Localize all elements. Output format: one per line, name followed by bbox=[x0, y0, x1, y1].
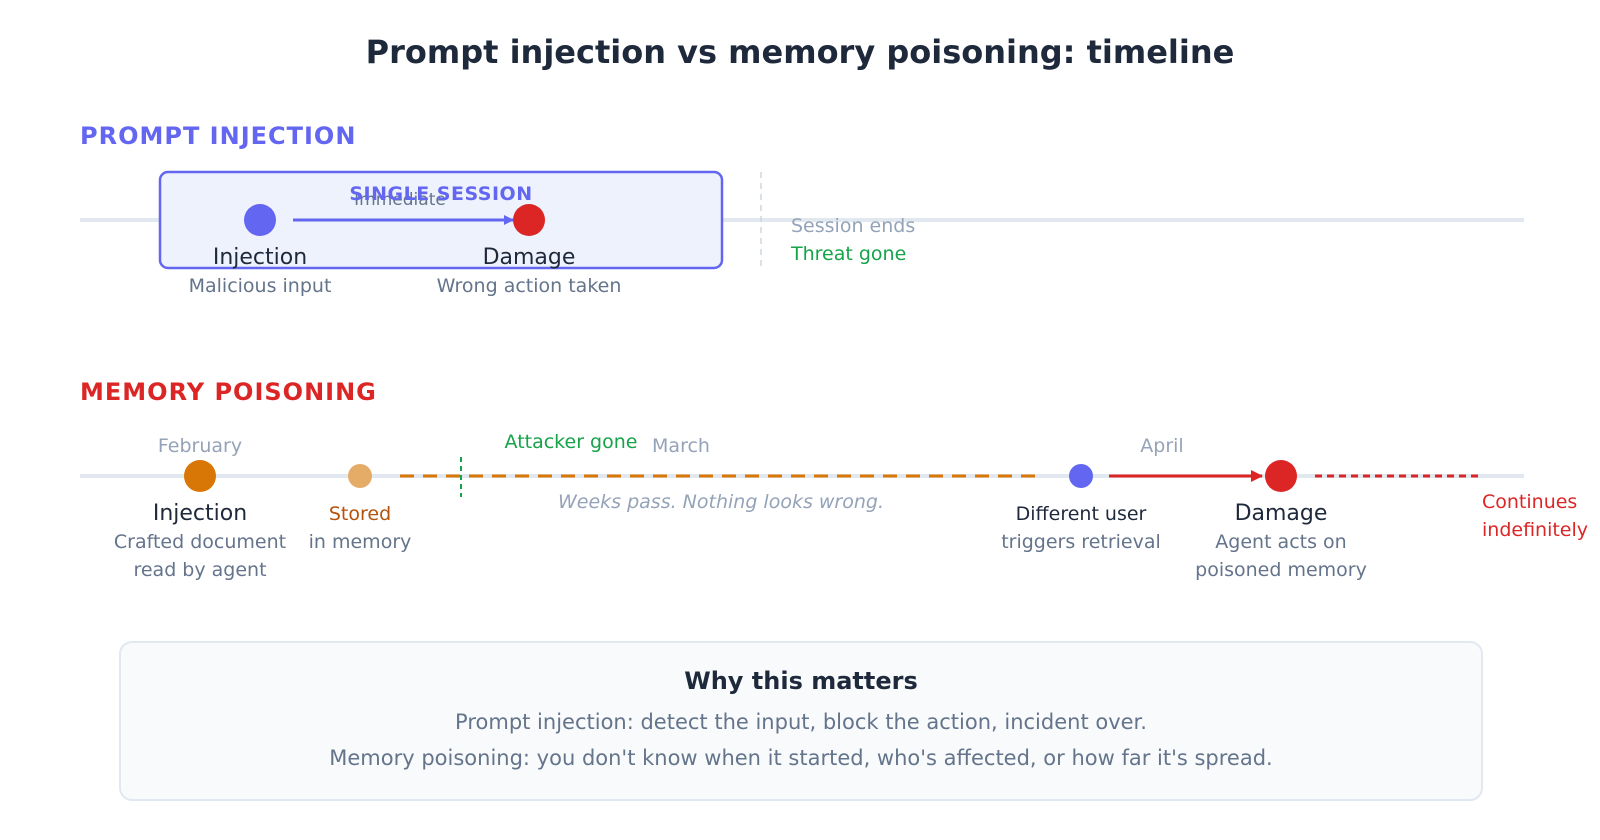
why-line-2: Memory poisoning: you don't know when it… bbox=[329, 746, 1272, 770]
mp-injection-label: Injection bbox=[153, 501, 247, 526]
why-panel bbox=[119, 641, 1483, 801]
mp-stored-sub: in memory bbox=[309, 531, 412, 553]
pi-damage-label: Damage bbox=[483, 245, 576, 270]
pi-injection-dot bbox=[244, 204, 276, 236]
prompt-injection-heading: PROMPT INJECTION bbox=[80, 122, 356, 150]
month-april: April bbox=[1140, 435, 1183, 457]
diagram-title: Prompt injection vs memory poisoning: ti… bbox=[366, 33, 1235, 71]
threat-gone-label: Threat gone bbox=[790, 243, 906, 265]
mp-stored-label: Stored bbox=[329, 503, 391, 525]
mp-damage-label: Damage bbox=[1235, 501, 1328, 526]
continues-label-2: indefinitely bbox=[1482, 519, 1588, 541]
why-line-1: Prompt injection: detect the input, bloc… bbox=[455, 710, 1147, 734]
pi-damage-sub: Wrong action taken bbox=[437, 275, 622, 297]
weeks-pass-note: Weeks pass. Nothing looks wrong. bbox=[558, 491, 884, 513]
mp-injection-sub1: Crafted document bbox=[114, 531, 286, 553]
mp-retrieval-sub: triggers retrieval bbox=[1001, 531, 1161, 553]
why-title: Why this matters bbox=[684, 667, 918, 695]
mp-damage-dot bbox=[1265, 460, 1297, 492]
mp-injection-dot bbox=[184, 460, 216, 492]
memory-poisoning-heading: MEMORY POISONING bbox=[80, 378, 377, 406]
session-ends-label: Session ends bbox=[791, 215, 915, 237]
continues-label-1: Continues bbox=[1482, 491, 1577, 513]
mp-retrieval-dot bbox=[1069, 464, 1093, 488]
mp-injection-sub2: read by agent bbox=[133, 559, 266, 581]
attacker-gone-label: Attacker gone bbox=[505, 431, 638, 453]
month-march: March bbox=[652, 435, 710, 457]
mp-damage-sub2: poisoned memory bbox=[1195, 559, 1367, 581]
mp-stored-dot bbox=[348, 464, 372, 488]
mp-damage-sub1: Agent acts on bbox=[1215, 531, 1346, 553]
arrow-label-immediate: Immediate bbox=[354, 190, 446, 210]
pi-injection-sub: Malicious input bbox=[189, 275, 332, 297]
pi-injection-label: Injection bbox=[213, 245, 307, 270]
pi-damage-dot bbox=[513, 204, 545, 236]
month-february: February bbox=[158, 435, 242, 457]
single-session-label: SINGLE SESSION bbox=[349, 183, 532, 205]
mp-retrieval-label: Different user bbox=[1016, 503, 1147, 525]
